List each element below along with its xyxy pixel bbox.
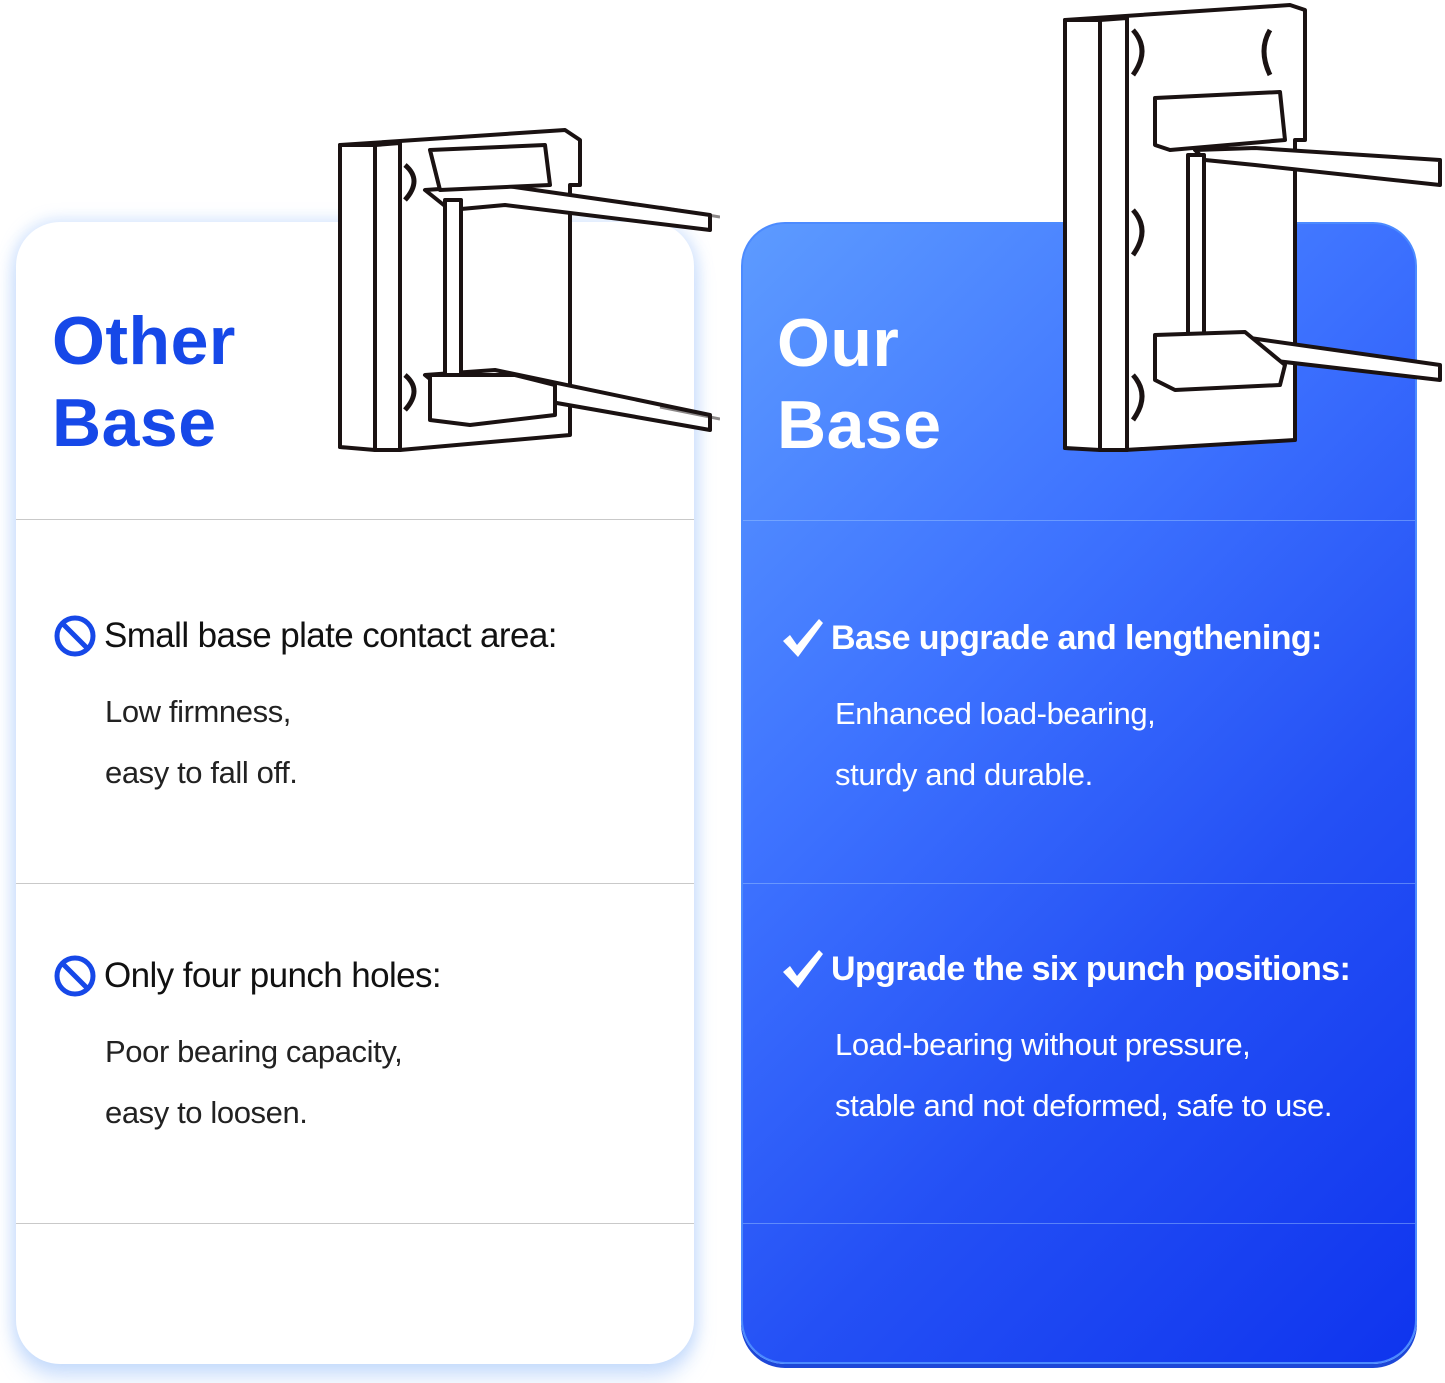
divider xyxy=(743,883,1415,884)
feature-heading: Upgrade the six punch positions: xyxy=(831,949,1351,988)
our-base-title: Our Base xyxy=(777,302,942,466)
feature-item: Base upgrade and lengthening: Enhanced l… xyxy=(779,615,1322,805)
feature-line: Enhanced load-bearing, xyxy=(835,696,1156,731)
feature-line: easy to fall off. xyxy=(105,755,298,790)
title-line-2: Base xyxy=(777,387,942,463)
four-hole-bracket-illustration xyxy=(338,128,720,452)
feature-line: easy to loosen. xyxy=(105,1095,308,1130)
title-line-2: Base xyxy=(52,385,217,461)
title-line-1: Our xyxy=(777,305,900,381)
feature-heading: Only four punch holes: xyxy=(104,956,442,995)
divider xyxy=(16,1223,694,1224)
feature-item: Only four punch holes: Poor bearing capa… xyxy=(52,953,442,1143)
feature-heading: Small base plate contact area: xyxy=(104,616,557,655)
feature-line: stable and not deformed, safe to use. xyxy=(835,1088,1333,1123)
feature-item: Upgrade the six punch positions: Load-be… xyxy=(779,946,1351,1136)
feature-line: Poor bearing capacity, xyxy=(105,1034,403,1069)
feature-line: sturdy and durable. xyxy=(835,757,1093,792)
feature-line: Load-bearing without pressure, xyxy=(835,1027,1251,1062)
divider xyxy=(743,1223,1415,1224)
prohibited-icon xyxy=(52,613,98,659)
feature-heading: Base upgrade and lengthening: xyxy=(831,618,1322,657)
prohibited-icon xyxy=(52,953,98,999)
divider xyxy=(16,519,694,520)
divider xyxy=(16,883,694,884)
other-base-title: Other Base xyxy=(52,300,236,464)
checkmark-icon xyxy=(779,946,825,992)
six-hole-bracket-illustration xyxy=(1063,3,1442,452)
title-line-1: Other xyxy=(52,303,236,379)
feature-item: Small base plate contact area: Low firmn… xyxy=(52,613,557,803)
checkmark-icon xyxy=(779,615,825,661)
divider xyxy=(743,520,1415,521)
feature-line: Low firmness, xyxy=(105,694,292,729)
